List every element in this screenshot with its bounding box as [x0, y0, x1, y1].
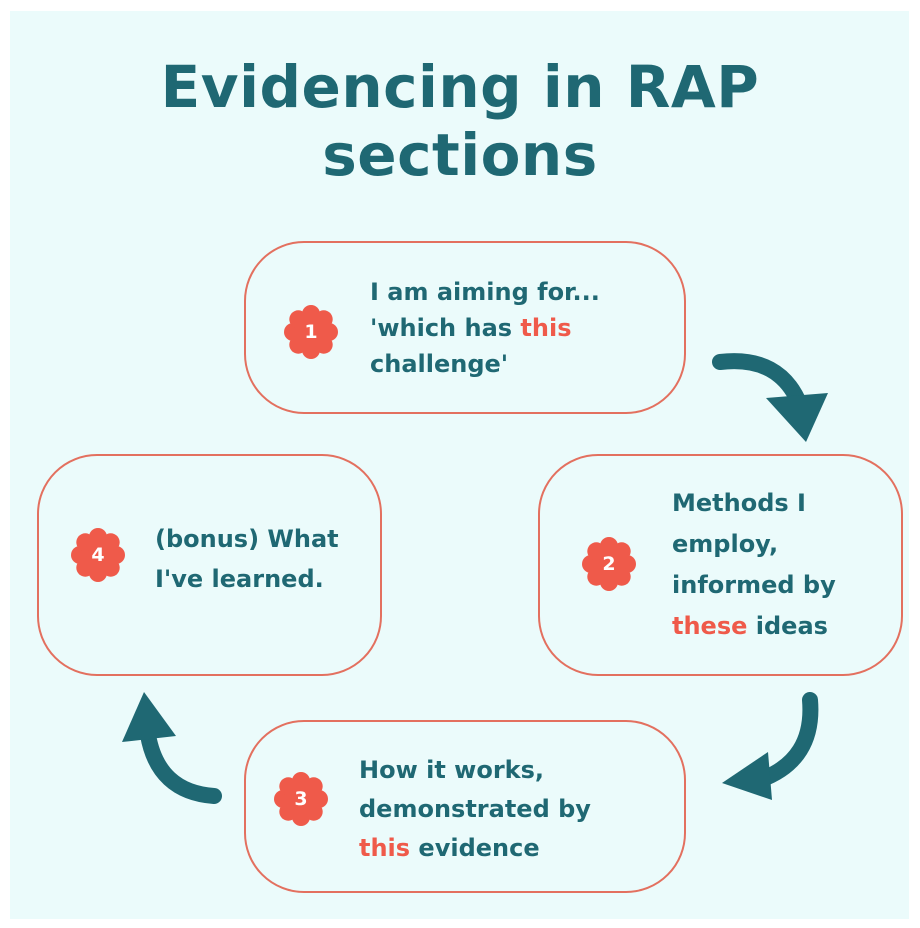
step-text-3: How it works, demonstrated by this evide…	[359, 751, 591, 868]
step-2-line-1: Methods I	[672, 489, 806, 517]
title-line-2: sections	[322, 121, 598, 189]
step-badge-1: 1	[283, 304, 339, 360]
highlight-word: these	[672, 612, 748, 640]
step-4-line-2: I've learned.	[155, 565, 324, 593]
step-badge-4: 4	[70, 527, 126, 583]
step-4-line-1: (bonus) What	[155, 525, 339, 553]
step-1-line-2: 'which has this	[370, 314, 572, 342]
flower-badge-icon	[71, 528, 125, 582]
flower-badge-icon	[284, 305, 338, 359]
highlight-word: this	[520, 314, 572, 342]
step-number-2: 2	[602, 553, 616, 575]
step-number-3: 3	[294, 788, 308, 810]
step-badge-3: 3	[273, 771, 329, 827]
title-line-1: Evidencing in RAP	[160, 53, 760, 121]
step-badge-2: 2	[581, 536, 637, 592]
step-text-2: Methods I employ, informed by these idea…	[672, 483, 836, 647]
step-text-1: I am aiming for... 'which has this chall…	[370, 274, 600, 382]
step-2-line-2: employ,	[672, 530, 779, 558]
page-title: Evidencing in RAP sections	[0, 53, 920, 189]
step-number-1: 1	[304, 321, 318, 343]
step-3-line-1: How it works,	[359, 756, 545, 784]
flower-badge-icon	[582, 537, 636, 591]
step-3-line-2: demonstrated by	[359, 795, 591, 823]
step-1-line-3: challenge'	[370, 350, 509, 378]
step-2-line-4: these ideas	[672, 612, 828, 640]
step-1-line-1: I am aiming for...	[370, 278, 600, 306]
step-2-line-3: informed by	[672, 571, 836, 599]
step-text-4: (bonus) What I've learned.	[155, 519, 339, 599]
flower-badge-icon	[274, 772, 328, 826]
step-number-4: 4	[91, 544, 105, 566]
highlight-word: this	[359, 834, 411, 862]
step-3-line-3: this evidence	[359, 834, 540, 862]
